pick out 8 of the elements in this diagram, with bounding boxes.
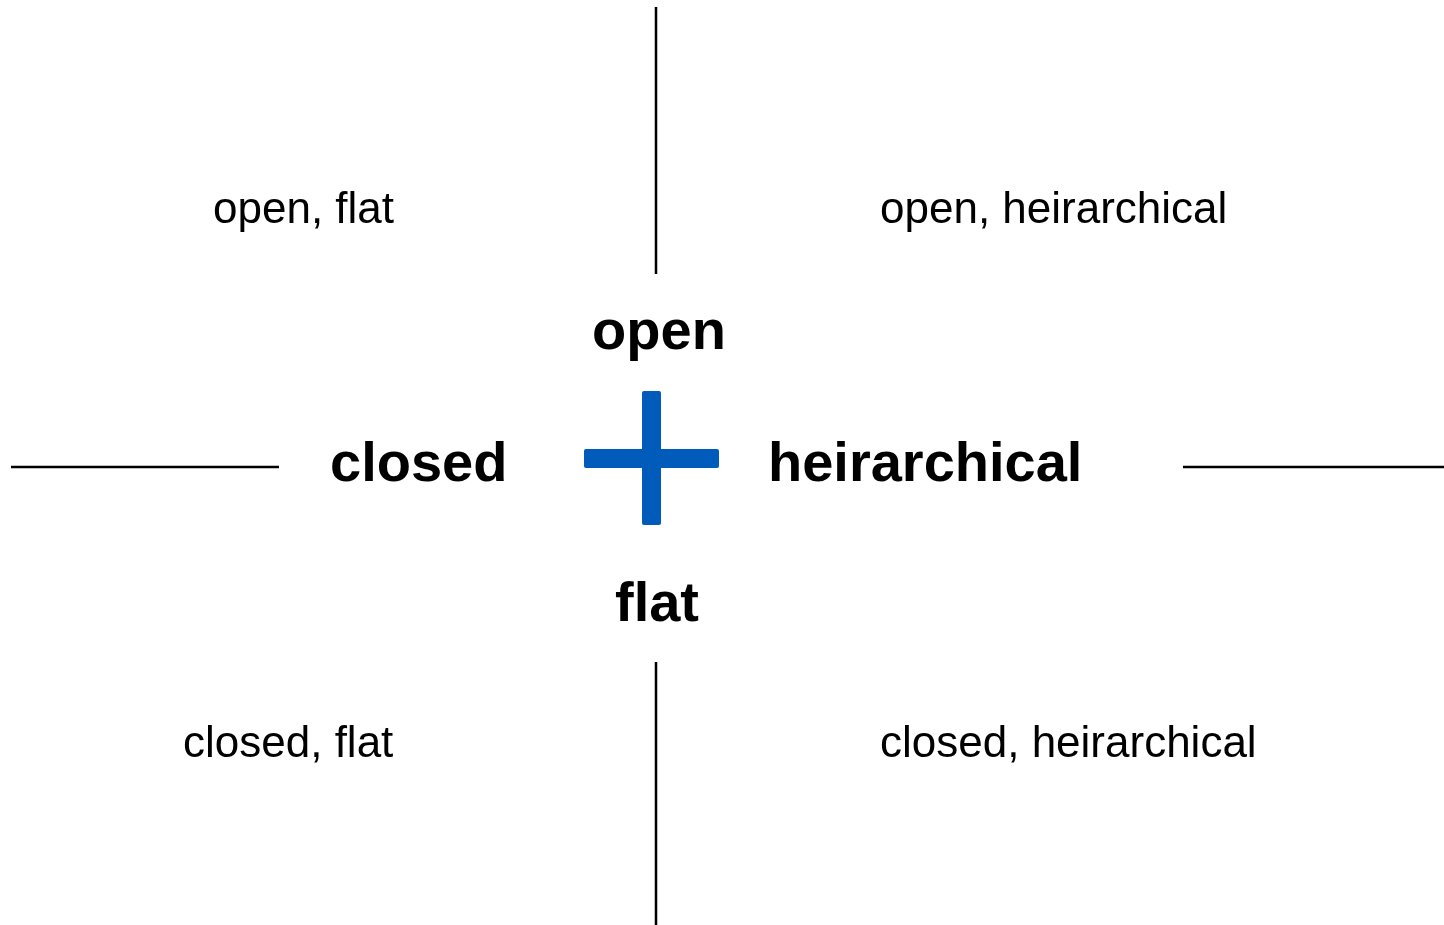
- quadrant-label: open, heirarchical: [880, 183, 1228, 233]
- quadrant-label: closed, heirarchical: [880, 717, 1257, 767]
- axis-label: open: [592, 299, 726, 361]
- quadrant-label: open, flat: [213, 183, 395, 233]
- axis-label: heirarchical: [768, 431, 1083, 493]
- axis-label: flat: [615, 571, 699, 633]
- quadrant-label: closed, flat: [183, 717, 394, 767]
- axis-label: closed: [330, 431, 508, 493]
